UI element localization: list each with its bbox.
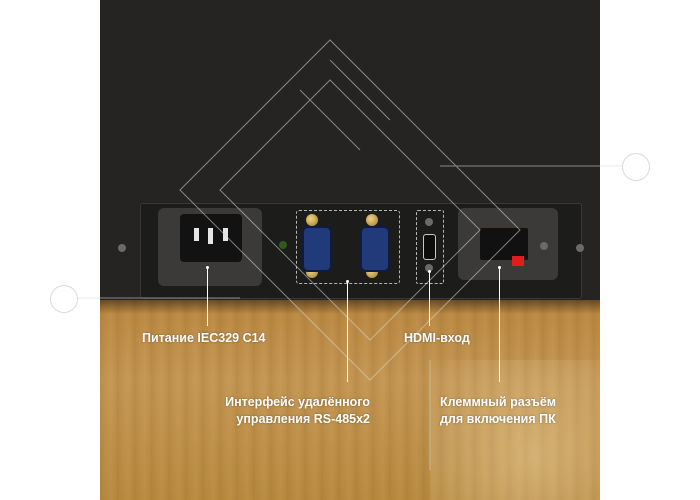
rs485-leader-dot: [346, 280, 349, 283]
power-label: Питание IEC329 C14: [142, 331, 266, 345]
watermark-ring-left: [50, 285, 78, 313]
power-pin-middle: [208, 228, 213, 244]
floor-shadow: [100, 300, 600, 314]
hdmi-leader-dot: [428, 270, 431, 273]
power-leader-line: [207, 268, 208, 326]
watermark-ring-right: [622, 153, 650, 181]
screw-icon: [366, 214, 378, 226]
screw-icon: [306, 214, 318, 226]
terminal-leader-line: [499, 268, 500, 382]
panel-bolt-icon: [118, 244, 126, 252]
hdmi-screw-icon: [425, 218, 433, 226]
hdmi-port: [423, 234, 436, 260]
terminal-red-lever: [512, 256, 524, 266]
terminal-label-line2: для включения ПК: [440, 412, 556, 426]
db9-connector-left: [302, 226, 332, 272]
rs485-leader-line: [347, 282, 348, 382]
panel-bolt-icon: [576, 244, 584, 252]
panel-bolt-icon: [540, 242, 548, 250]
light-spot: [430, 360, 600, 500]
terminal-leader-dot: [498, 266, 501, 269]
status-led: [279, 241, 287, 249]
power-pin-left: [194, 228, 199, 241]
power-pin-right: [223, 228, 228, 241]
hdmi-label: HDMI-вход: [404, 331, 470, 345]
rs485-label-line1: Интерфейс удалённого: [225, 395, 370, 409]
hdmi-leader-line: [429, 272, 430, 326]
terminal-label-line1: Клеммный разъём: [440, 395, 557, 409]
power-leader-dot: [206, 266, 209, 269]
rs485-label-line2: управления RS-485x2: [236, 412, 370, 426]
db9-connector-right: [360, 226, 390, 272]
